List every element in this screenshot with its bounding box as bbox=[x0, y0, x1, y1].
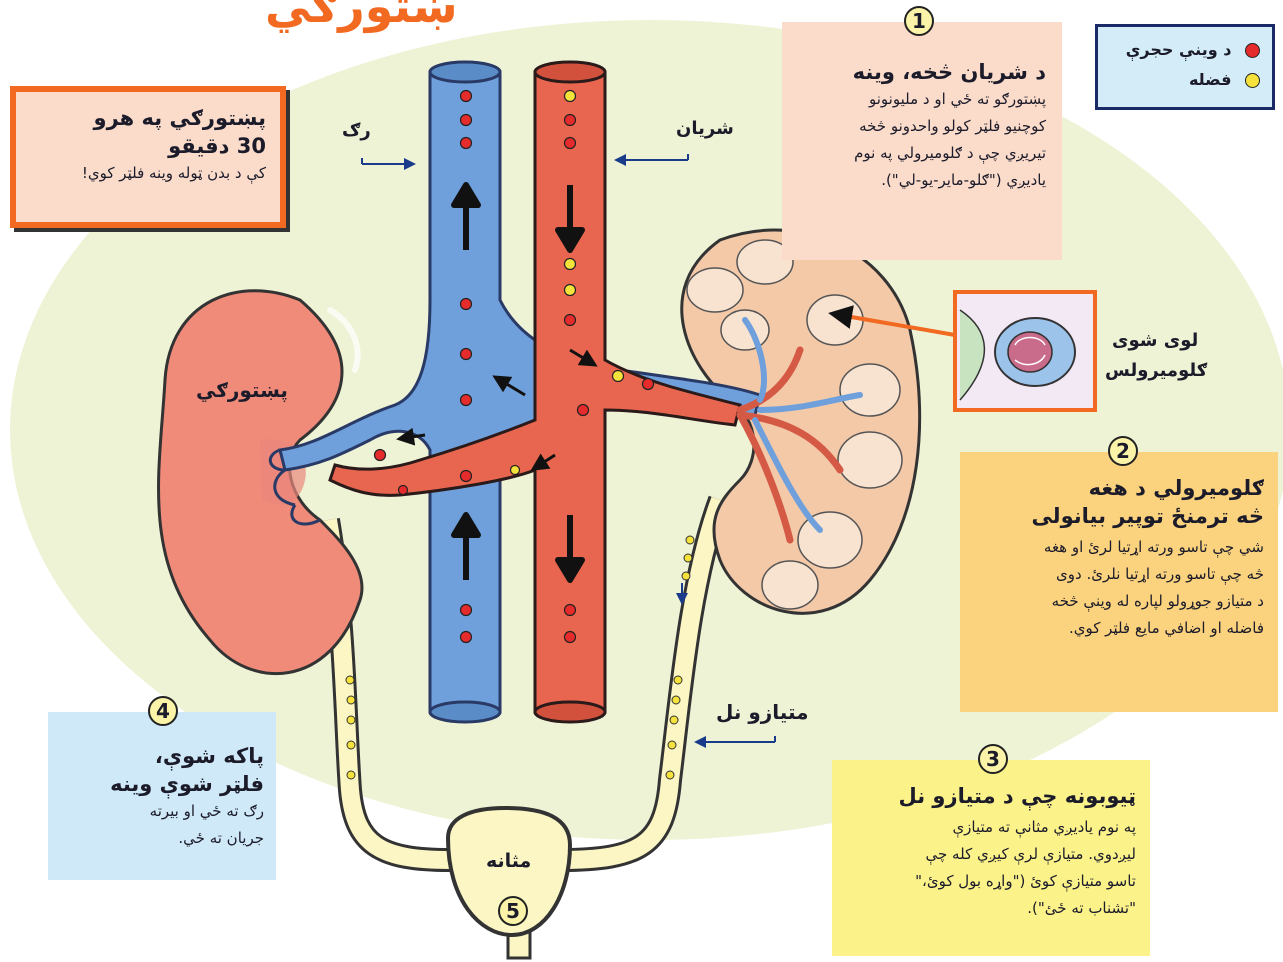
legend: د وینې حجرې فضله bbox=[1095, 24, 1275, 110]
kidneys-title-2: 30 دقیقو bbox=[30, 132, 266, 160]
step1-title: د شریان څخه، وینه bbox=[792, 58, 1046, 86]
label-kidney: پښتورګي bbox=[196, 378, 288, 402]
label-artery: شریان bbox=[676, 118, 734, 139]
step2-text-4: فاضله او اضافي مایع فلټر کوي. bbox=[970, 615, 1264, 642]
kidneys-title-1: پښتورګي په هرو bbox=[30, 104, 266, 132]
step2-title-2: څه ترمنځ توپیر بیانولی bbox=[970, 502, 1264, 530]
legend-waste-icon bbox=[1245, 73, 1260, 88]
step4-title-2: فلټر شوې وینه bbox=[58, 770, 264, 798]
step5-number-badge: 5 bbox=[498, 896, 528, 926]
step3-title: ټیوبونه چې د متیازو نل bbox=[842, 782, 1136, 810]
step2-title-1: ګلومیرولي د هغه bbox=[970, 474, 1264, 502]
step1-text-4: یادیږي ("ګلو-مایر-یو-لي"). bbox=[792, 167, 1046, 194]
info-box-step1: د شریان څخه، وینه پښتورګو ته ځي او د ملی… bbox=[782, 22, 1062, 260]
step4-title-1: پاکه شوې، bbox=[58, 742, 264, 770]
info-box-step3: ټیوبونه چې د متیازو نل په نوم یادیږي مثا… bbox=[832, 760, 1150, 956]
step2-number-badge: 2 bbox=[1108, 436, 1138, 466]
step4-text-2: جریان ته ځي. bbox=[58, 825, 264, 852]
step2-text-3: د متیازو جوړولو لپاره له وینې څخه bbox=[970, 588, 1264, 615]
step4-text-1: رګ ته ځي او بیرته bbox=[58, 798, 264, 825]
legend-item-waste: فضله bbox=[1110, 65, 1260, 95]
step3-text-2: لیږدوي. متیازې لرې کیږي کله چې bbox=[842, 841, 1136, 868]
step3-text-4: "تشناب ته ځئ"). bbox=[842, 895, 1136, 922]
info-box-kidneys: پښتورګي په هرو 30 دقیقو کې د بدن ټوله وی… bbox=[10, 86, 286, 228]
step4-number-badge: 4 bbox=[148, 696, 178, 726]
step2-text-2: څه چې تاسو ورته اړتیا نلرئ. دوی bbox=[970, 561, 1264, 588]
step1-text-1: پښتورګو ته ځي او د ملیونونو bbox=[792, 86, 1046, 113]
step3-text-3: تاسو متیازې کوئ ("واړه بول کوئ،" bbox=[842, 868, 1136, 895]
step1-text-3: تیریږي چې د ګلومیرولي په نوم bbox=[792, 140, 1046, 167]
step3-text-1: په نوم یادیږي مثانې ته متیازې bbox=[842, 814, 1136, 841]
step3-number-badge: 3 bbox=[978, 744, 1008, 774]
step2-text-1: شي چې تاسو ورته اړتیا لرئ او هغه bbox=[970, 534, 1264, 561]
info-box-step4: پاکه شوې، فلټر شوې وینه رګ ته ځي او بیرت… bbox=[48, 712, 276, 880]
bladder bbox=[448, 808, 570, 958]
legend-item-red-cells: د وینې حجرې bbox=[1110, 35, 1260, 65]
info-box-step2: ګلومیرولي د هغه څه ترمنځ توپیر بیانولی ش… bbox=[960, 452, 1278, 712]
label-glomerulus-line1: لوی شوی bbox=[1112, 330, 1198, 351]
label-bladder: مثانه bbox=[486, 850, 531, 872]
label-ureter: متیازو نل bbox=[716, 700, 809, 724]
step1-text-2: کوچنیو فلټر کولو واحدونو څخه bbox=[792, 113, 1046, 140]
legend-red-cell-icon bbox=[1245, 43, 1260, 58]
label-vein: رګ bbox=[342, 120, 371, 141]
step1-number-badge: 1 bbox=[904, 6, 934, 36]
kidneys-text: کې د بدن ټوله وینه فلټر کوي! bbox=[30, 160, 266, 187]
label-glomerulus-line2: ګلومیرولس bbox=[1105, 360, 1207, 381]
page-title: ښتورګي bbox=[265, 0, 458, 33]
